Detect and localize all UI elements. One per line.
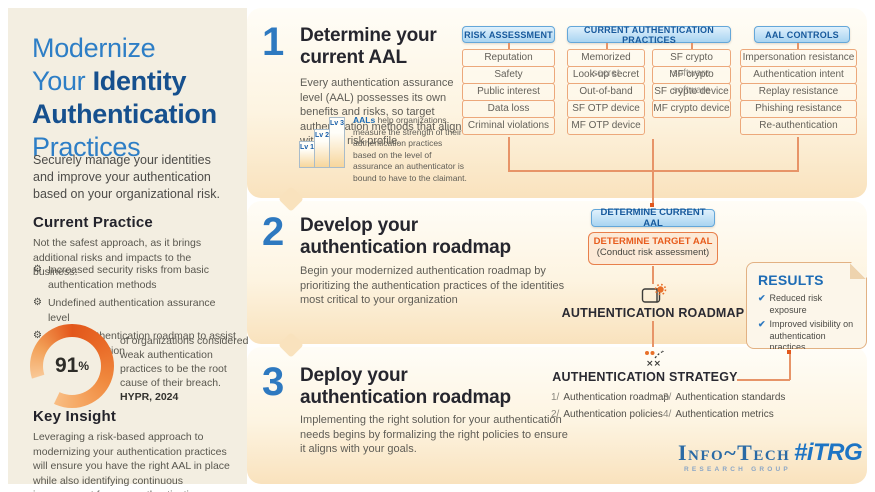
svg-text:××: ×× (646, 359, 661, 369)
connector-line (508, 137, 510, 171)
determine-target-aal-box: DETERMINE TARGET AAL (Conduct risk asses… (588, 232, 718, 265)
connector-line (691, 43, 693, 49)
connector-dot (787, 350, 791, 354)
step-3-number: 3 (262, 360, 285, 404)
list-item: Criminal violations (462, 117, 555, 135)
stat-source: HYPR, 2024 (120, 391, 179, 403)
aal-controls-list: Impersonation resistance Authentication … (740, 49, 857, 135)
donut-chart: 91% (30, 324, 114, 408)
list-item: SF crypto device (652, 83, 731, 101)
list-item: Impersonation resistance (740, 49, 857, 67)
connector-line (789, 353, 791, 380)
authentication-strategy-label: AUTHENTICATION STRATEGY (552, 370, 738, 384)
aal-note: AALs help organizations measure the stre… (353, 115, 467, 183)
aal-stairs-graphic: Lv 1 Lv 2 Lv 3 (299, 116, 347, 168)
strategy-item: 3/Authentication standards (663, 392, 786, 403)
list-item: Replay resistance (740, 83, 857, 101)
list-item: MF OTP device (567, 117, 645, 135)
check-icon: ✔ (758, 319, 766, 329)
result-item: ✔ Reduced risk exposure (758, 293, 823, 315)
strategy-list: 1/Authentication roadmap 3/Authenticatio… (551, 392, 786, 426)
strategy-item: 2/Authentication policies (551, 409, 663, 420)
list-item: Memorized secret (567, 49, 645, 79)
list-item: Safety (462, 66, 555, 84)
list-item: Re-authentication (740, 117, 857, 135)
key-insight-heading: Key Insight (33, 408, 117, 425)
list-item: Authentication intent (740, 66, 857, 84)
roadmap-scroll-icon (639, 283, 667, 312)
risk-assessment-list: Reputation Safety Public interest Data l… (462, 49, 555, 135)
connector-line (508, 43, 510, 49)
gear-icon: ⚙ (33, 330, 42, 341)
step-2-body: Begin your modernized authentication roa… (300, 265, 565, 306)
connector-line (797, 137, 799, 171)
current-auth-list-1: Memorized secret Look-up secret Out-of-b… (567, 49, 645, 135)
aal-level-2: Lv 2 (314, 129, 330, 168)
aal-level-3: Lv 3 (329, 117, 345, 168)
connector-line (652, 321, 654, 347)
target-aal-label: DETERMINE TARGET AAL (593, 236, 713, 247)
list-item: MF crypto software (652, 66, 731, 96)
page-subtitle: Securely manage your identities and impr… (33, 153, 220, 201)
strategy-play-icon: ×× (640, 349, 666, 374)
bullet-text: Increased security risks from basic auth… (47, 264, 210, 291)
authentication-roadmap-label: AUTHENTICATION ROADMAP (561, 306, 745, 320)
list-item: Data loss (462, 100, 555, 118)
connector-line (606, 43, 608, 49)
connector-line (797, 43, 799, 49)
page-title: Modernize Your Identity Authentication P… (32, 33, 217, 162)
list-item: MF crypto device (652, 100, 731, 118)
donut-value: 91% (43, 337, 101, 395)
section-band-3 (247, 347, 867, 484)
list-item: Phishing resistance (740, 100, 857, 118)
bullet-text: Undefined authentication assurance level (47, 297, 216, 324)
list-item: Out-of-band (567, 83, 645, 101)
connector-line (508, 170, 799, 172)
results-heading: RESULTS (758, 272, 824, 288)
list-item: Public interest (462, 83, 555, 101)
check-icon: ✔ (758, 293, 766, 303)
connector-line (737, 379, 790, 381)
list-item: SF crypto software (652, 49, 731, 79)
strategy-item: 4/Authentication metrics (663, 409, 774, 420)
list-item: Reputation (462, 49, 555, 67)
step-2-number: 2 (262, 210, 285, 254)
infotech-logo-subtext: RESEARCH GROUP (684, 466, 791, 473)
key-insight-text: Leveraging a risk-based approach to mode… (33, 431, 230, 492)
stat-text: of organizations considered weak authent… (120, 335, 249, 403)
current-practice-heading: Current Practice (33, 214, 153, 231)
results-card: RESULTS ✔ Reduced risk exposure ✔ Improv… (746, 262, 867, 349)
infotech-logo: Info~Tech (678, 440, 791, 465)
current-practice-intro: Not the safest approach, as it brings ad… (33, 237, 202, 278)
aal-controls-header: AAL CONTROLS (754, 26, 850, 43)
connector-line (652, 139, 654, 205)
list-item: ⚙ Increased security risks from basic au… (33, 263, 238, 292)
gear-icon: ⚙ (33, 264, 42, 275)
result-item: ✔ Improved visibility on authentication … (758, 319, 854, 352)
target-aal-sub: (Conduct risk assessment) (596, 247, 710, 258)
step-3-body: Implementing the right solution for your… (300, 414, 568, 455)
sidebar: Modernize Your Identity Authentication P… (8, 8, 249, 492)
current-auth-header: CURRENT AUTHENTICATION PRACTICES (567, 25, 731, 45)
aal-level-1: Lv 1 (299, 141, 315, 168)
gear-icon: ⚙ (33, 297, 42, 308)
risk-assessment-header: RISK ASSESSMENT (462, 26, 555, 43)
list-item: SF OTP device (567, 100, 645, 118)
step-1-number: 1 (262, 20, 285, 64)
connector-dot (650, 203, 654, 207)
connector-line (652, 266, 654, 284)
list-item: ⚙ Undefined authentication assurance lev… (33, 296, 238, 325)
strategy-item: 1/Authentication roadmap (551, 392, 669, 403)
list-item: Look-up secret (567, 66, 645, 84)
current-auth-list-2: SF crypto software MF crypto software SF… (652, 49, 731, 118)
determine-current-aal-box: DETERMINE CURRENT AAL (591, 207, 715, 229)
itrg-logo: #iTRG (794, 439, 863, 466)
